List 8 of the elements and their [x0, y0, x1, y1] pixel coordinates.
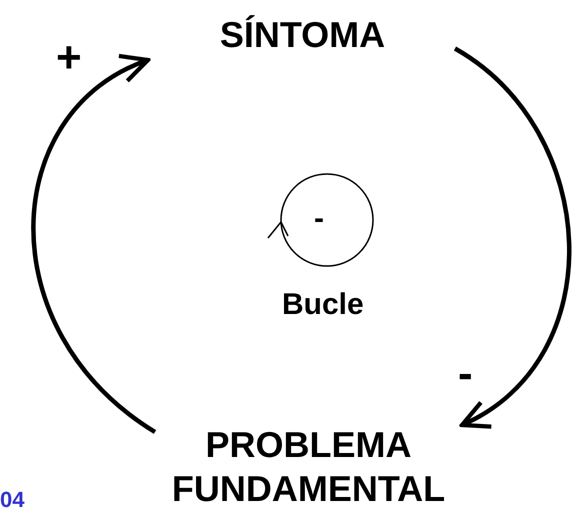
polarity-sign: - [314, 201, 324, 237]
polarity-sign: - [458, 352, 473, 396]
node-label: PROBLEMA FUNDAMENTAL [170, 422, 446, 510]
polarity-sign: + [56, 36, 82, 80]
page-number: 04 [0, 486, 24, 513]
node-label: SÍNTOMA [220, 13, 386, 57]
curved-arrow [454, 46, 572, 428]
loop-label: Bucle [282, 287, 364, 323]
